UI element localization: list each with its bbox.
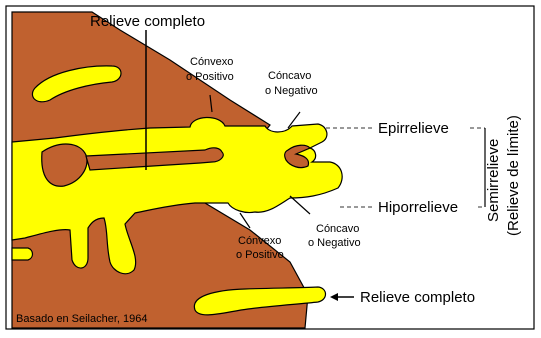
label-concavo-top-2: o Negativo <box>265 85 318 97</box>
label-hiporrelieve: Hiporrelieve <box>378 199 458 216</box>
label-convexo-bottom-2: o Positivo <box>236 249 284 261</box>
label-convexo-top-1: Cónvexo <box>190 56 233 68</box>
label-convexo-top-2: o Positivo <box>186 71 234 83</box>
left-lower-lobe <box>12 248 33 260</box>
label-semirrelieve: Semirrelieve <box>485 139 502 222</box>
label-convexo-bottom-1: Cónvexo <box>238 235 281 247</box>
label-epirrelieve: Epirrelieve <box>378 120 449 137</box>
label-relieve-completo-top: Relieve completo <box>90 13 205 30</box>
label-relieve-de-limite: (Relieve de límite) <box>505 115 522 236</box>
label-relieve-completo-bottom: Relieve completo <box>360 289 475 306</box>
label-concavo-top-1: Cóncavo <box>268 70 311 82</box>
credit-text: Basado en Seilacher, 1964 <box>16 313 148 325</box>
label-concavo-bottom-2: o Negativo <box>308 237 361 249</box>
label-concavo-bottom-1: Cóncavo <box>316 223 359 235</box>
